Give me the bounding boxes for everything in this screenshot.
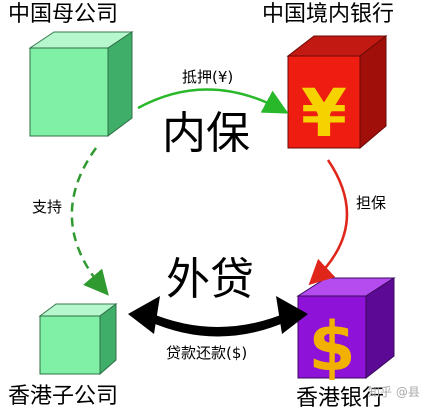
inner-guarantee-label: 内保 [162, 108, 250, 159]
hk-bank-cube: $ [296, 277, 396, 387]
support-label: 支持 [32, 198, 63, 216]
hk-subsidiary-label: 香港子公司 [8, 384, 119, 409]
guarantee-label: 担保 [356, 194, 387, 212]
yen-symbol: ¥ [301, 75, 347, 152]
collateral-arrow [137, 88, 289, 114]
watermark: 知乎 @县 [368, 385, 420, 399]
support-arrow [70, 147, 109, 296]
parent-company-label: 中国母公司 [8, 2, 119, 27]
hk-bank-label: 香港银行 [296, 386, 385, 411]
loan-repayment-arrow [128, 296, 308, 337]
guarantee-arrow [308, 159, 349, 286]
dollar-symbol: $ [308, 308, 355, 387]
parent-company-cube [28, 31, 134, 137]
outer-loan-label: 外贷 [166, 254, 254, 305]
loan-repayment-label: 贷款还款($) [166, 344, 248, 362]
hk-subsidiary-cube [38, 303, 118, 376]
collateral-label: 抵押(¥) [182, 68, 234, 86]
domestic-bank-label: 中国境内银行 [262, 2, 395, 27]
domestic-bank-cube: ¥ [286, 34, 388, 152]
